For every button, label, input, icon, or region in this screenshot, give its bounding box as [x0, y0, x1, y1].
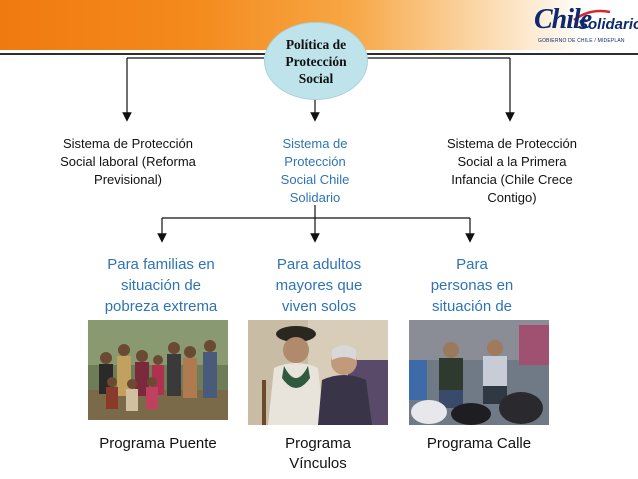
- program-target-elderly: Para adultos mayores que viven solos: [275, 256, 363, 315]
- program-name-calle: Programa Calle: [426, 435, 532, 452]
- family-photo: [88, 320, 228, 420]
- system-node-laboral: Sistema de Protección Social laboral (Re…: [52, 135, 204, 189]
- logo-tagline: GOBIERNO DE CHILE / MIDEPLAN: [538, 38, 625, 44]
- chile-solidario-logo: Chile Solidario GOBIERNO DE CHILE / MIDE…: [532, 4, 638, 48]
- program-target-families: Para familias en situación de pobreza ex…: [104, 256, 218, 315]
- root-label: Política de Protección Social: [285, 36, 347, 86]
- elderly-couple-photo: [248, 320, 388, 425]
- system-label: Sistema de Protección Social a la Primer…: [446, 136, 578, 205]
- logo-primary-text: Chile: [534, 4, 592, 35]
- system-label: Sistema de Protección Social Chile Solid…: [280, 136, 350, 205]
- system-node-primera-infancia: Sistema de Protección Social a la Primer…: [436, 135, 588, 207]
- root-node: Política de Protección Social: [264, 22, 368, 100]
- program-name-puente: Programa Puente: [99, 435, 217, 452]
- logo-secondary-text: Solidario: [578, 16, 638, 33]
- street-people-photo: [409, 320, 549, 425]
- system-node-chile-solidario: Sistema de Protección Social Chile Solid…: [271, 135, 359, 207]
- logo-swoosh-icon: [573, 9, 611, 22]
- program-target-street: Para personas en situación de calle: [430, 256, 514, 320]
- program-name-vinculos: Programa Vínculos: [285, 435, 351, 472]
- system-label: Sistema de Protección Social laboral (Re…: [60, 136, 196, 187]
